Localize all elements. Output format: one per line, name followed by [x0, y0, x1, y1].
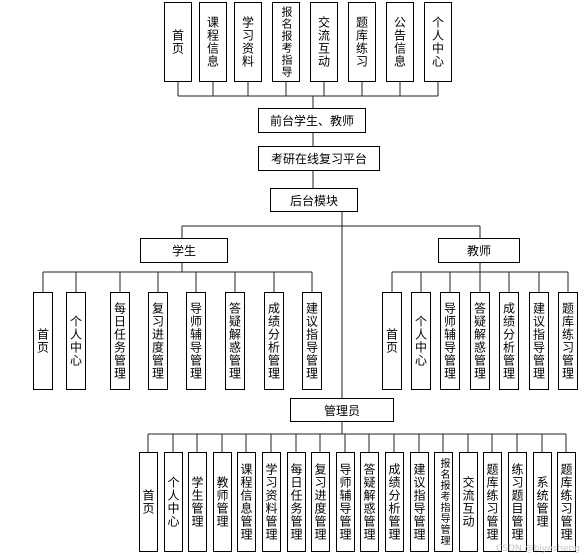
student-module-box: 每日任务管理 — [110, 292, 130, 390]
teacher-role-box: 教师 — [438, 238, 520, 263]
frontend-module-box: 首页 — [164, 2, 192, 82]
admin-module-box: 报名报考指导管理 — [434, 452, 453, 552]
teacher-module-box: 答疑解惑管理 — [470, 292, 490, 390]
admin-module-box: 个人中心 — [164, 452, 183, 552]
frontend-module-box: 交流互动 — [310, 2, 338, 82]
student-module-box: 首页 — [33, 292, 53, 390]
frontend-module-box: 学习资料 — [234, 2, 262, 82]
admin-module-box: 题库练习管理 — [483, 452, 502, 552]
admin-module-box: 答疑解惑管理 — [360, 452, 379, 552]
teacher-module-box: 建议指导管理 — [529, 292, 549, 390]
admin-module-box: 成绩分析管理 — [385, 452, 404, 552]
admin-module-box: 系统管理 — [533, 452, 552, 552]
backend-module-box: 后台模块 — [270, 188, 358, 212]
frontend-module-box: 个人中心 — [424, 2, 452, 82]
teacher-module-box: 成绩分析管理 — [499, 292, 519, 390]
teacher-module-box: 首页 — [382, 292, 402, 390]
frontend-module-box: 课程信息 — [199, 2, 227, 82]
student-module-box: 复习进度管理 — [148, 292, 168, 390]
frontend-module-box: 公告信息 — [386, 2, 414, 82]
student-module-box: 个人中心 — [66, 292, 86, 390]
student-module-box: 答疑解惑管理 — [225, 292, 245, 390]
admin-module-box: 题库练习管理 — [557, 452, 576, 552]
admin-module-box: 学习资料管理 — [262, 452, 281, 552]
admin-role-box: 管理员 — [290, 398, 394, 422]
admin-module-box: 交流互动 — [459, 452, 478, 552]
admin-module-box: 复习进度管理 — [311, 452, 330, 552]
student-module-box: 导师辅导管理 — [186, 292, 206, 390]
frontend-module-box: 报名报考指导 — [272, 2, 300, 82]
admin-module-box: 每日任务管理 — [287, 452, 306, 552]
student-module-box: 成绩分析管理 — [264, 292, 284, 390]
admin-module-box: 课程信息管理 — [237, 452, 256, 552]
teacher-module-box: 个人中心 — [411, 292, 431, 390]
platform-box: 考研在线复习平台 — [258, 146, 380, 171]
student-module-box: 建议指导管理 — [302, 292, 322, 390]
admin-module-box: 导师辅导管理 — [336, 452, 355, 552]
teacher-module-box: 题库练习管理 — [558, 292, 578, 390]
admin-module-box: 首页 — [139, 452, 158, 552]
admin-module-box: 建议指导管理 — [410, 452, 429, 552]
teacher-module-box: 导师辅导管理 — [440, 292, 460, 390]
student-role-box: 学生 — [140, 238, 228, 263]
watermark: CSDN @biyesheng — [496, 544, 580, 554]
admin-module-box: 学生管理 — [188, 452, 207, 552]
admin-module-box: 练习题目管理 — [508, 452, 527, 552]
frontend-role-box: 前台学生、教师 — [258, 108, 366, 133]
admin-module-box: 教师管理 — [213, 452, 232, 552]
frontend-module-box: 题库练习 — [348, 2, 376, 82]
